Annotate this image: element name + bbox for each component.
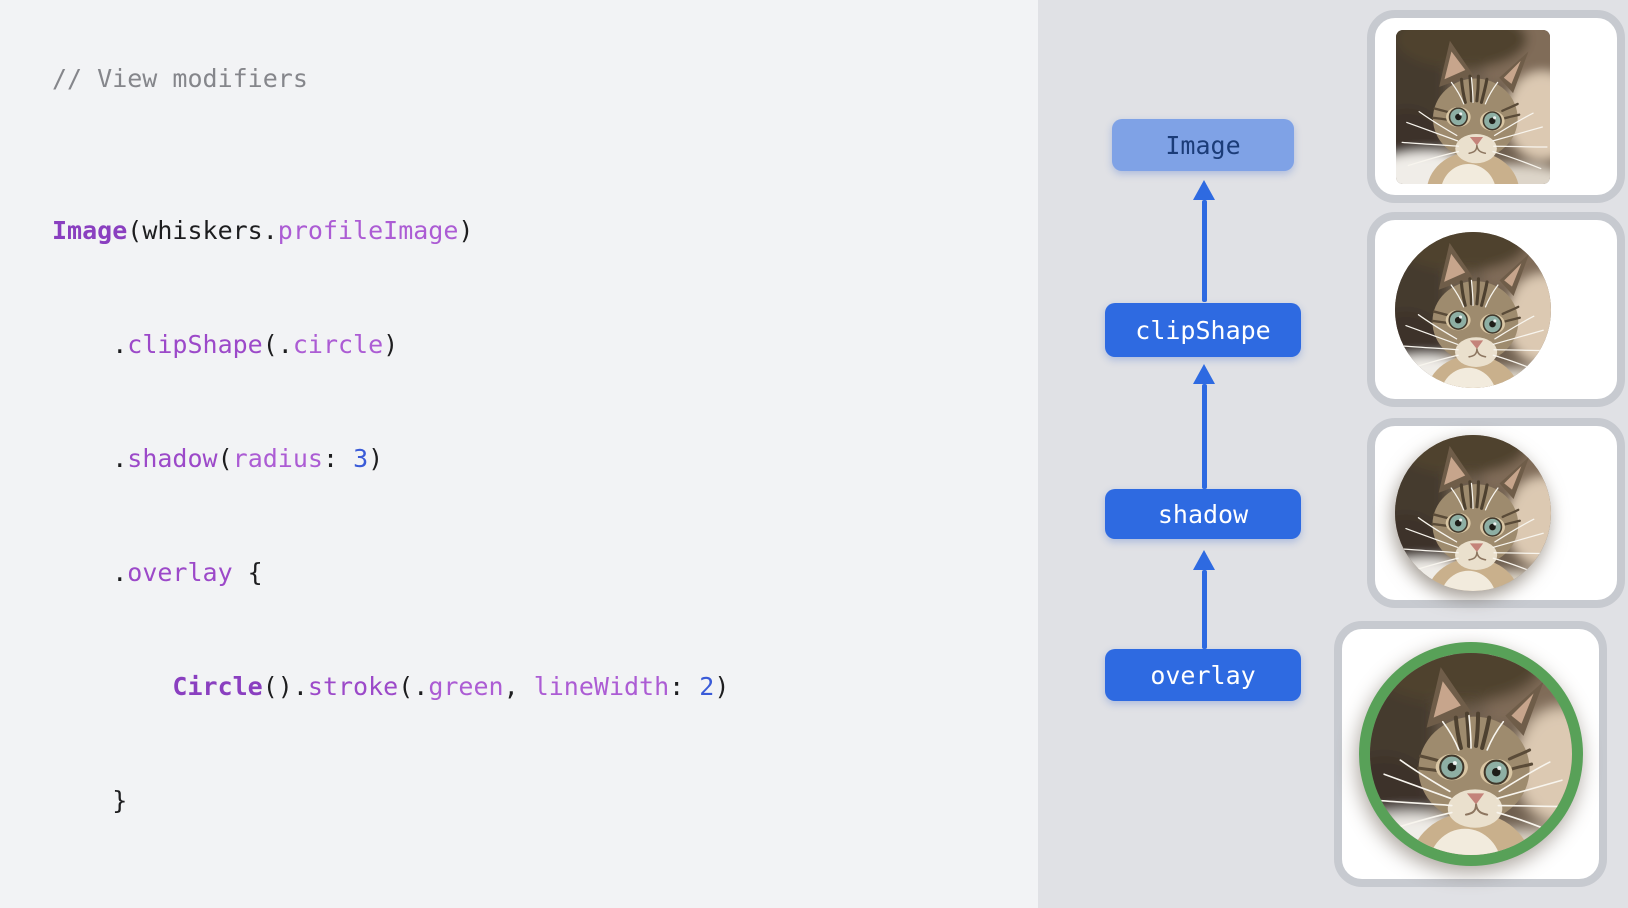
code-line: }: [52, 782, 729, 820]
diagram-node-clipshape: clipShape: [1105, 303, 1301, 357]
code-comment: // View modifiers: [52, 64, 308, 93]
arrow-head: [1193, 364, 1215, 384]
cat-photo-circle-green-ring: [1358, 642, 1583, 866]
code-listing: Image(whiskers.profileImage) .clipShape(…: [52, 136, 729, 896]
diagram-node-shadow: shadow: [1105, 489, 1301, 539]
code-token: ): [383, 330, 399, 359]
cat-photo-square: [1396, 30, 1550, 184]
code-token: [52, 672, 172, 701]
preview-card-shadow: [1367, 418, 1625, 608]
code-token: (.: [398, 672, 429, 701]
code-line: .shadow(radius: 3): [52, 440, 729, 478]
arrow-up-icon: [1192, 364, 1216, 489]
code-line: Circle().stroke(.green, lineWidth: 2): [52, 668, 729, 706]
code-token: 2: [699, 672, 715, 701]
arrow-up-icon: [1192, 550, 1216, 649]
preview-card-image: [1367, 10, 1625, 203]
code-token: }: [52, 786, 128, 815]
preview-card-overlay: [1334, 621, 1607, 887]
code-line: Image(whiskers.profileImage): [52, 212, 729, 250]
code-token: (.: [262, 330, 293, 359]
code-token: circle: [292, 330, 384, 359]
code-token: .: [52, 330, 128, 359]
code-token: profileImage: [277, 216, 459, 245]
diagram-node-label: Image: [1165, 130, 1241, 160]
cat-photo-circle-shadow: [1395, 435, 1551, 591]
diagram-node-overlay: overlay: [1105, 649, 1301, 701]
code-token: ): [458, 216, 474, 245]
code-token: ): [368, 444, 384, 473]
code-token: {: [232, 558, 263, 587]
code-panel: // View modifiers Image(whiskers.profile…: [0, 0, 1038, 908]
code-token: clipShape: [127, 330, 263, 359]
code-line: .clipShape(.circle): [52, 326, 729, 364]
code-token: Image: [52, 216, 128, 245]
arrow-shaft: [1201, 570, 1207, 649]
code-token: stroke: [307, 672, 399, 701]
code-token: shadow: [127, 444, 218, 473]
code-token: 3: [353, 444, 369, 473]
code-token: green: [428, 672, 504, 701]
arrow-up-icon: [1192, 180, 1216, 302]
arrow-head: [1193, 180, 1215, 200]
code-token: (whiskers.: [127, 216, 278, 245]
code-token: Circle: [172, 672, 263, 701]
code-token: ().: [262, 672, 308, 701]
cat-photo-circle: [1395, 232, 1551, 388]
code-token: :: [322, 444, 354, 473]
code-token: (: [217, 444, 233, 473]
arrow-shaft: [1201, 384, 1207, 489]
code-token: ,: [503, 672, 534, 701]
code-token: overlay: [127, 558, 233, 587]
diagram-node-label: shadow: [1157, 499, 1249, 529]
code-line: .overlay {: [52, 554, 729, 592]
diagram-node-label: overlay: [1150, 660, 1256, 690]
diagram-node-image: Image: [1112, 119, 1294, 171]
code-token: :: [669, 672, 700, 701]
code-token: .: [52, 444, 128, 473]
code-token: radius: [232, 444, 323, 473]
arrow-head: [1193, 550, 1215, 570]
code-token: .: [52, 558, 128, 587]
diagram-node-label: clipShape: [1135, 315, 1271, 345]
code-token: ): [714, 672, 730, 701]
preview-card-clipshape: [1367, 212, 1625, 407]
code-token: lineWidth: [533, 672, 670, 701]
arrow-shaft: [1201, 200, 1207, 302]
